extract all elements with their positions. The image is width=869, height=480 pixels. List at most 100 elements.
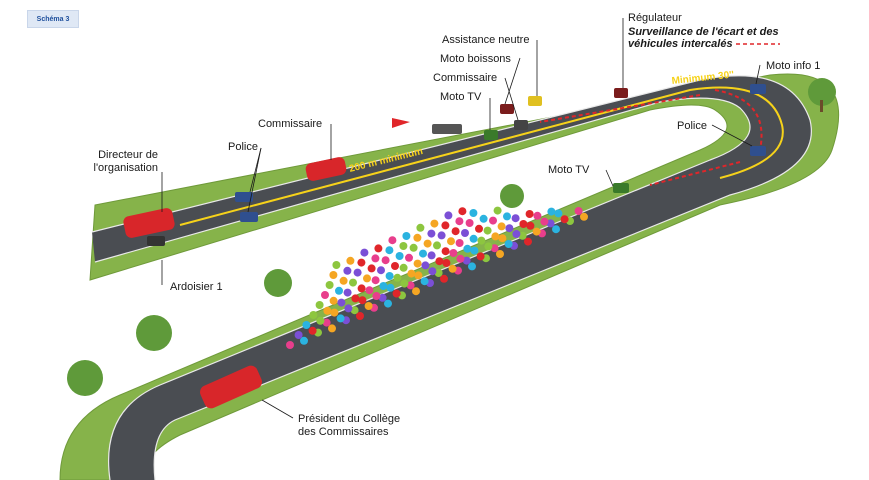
rider-icon — [378, 293, 387, 302]
rider-icon — [363, 274, 371, 283]
rider-icon — [505, 224, 514, 233]
rider-icon — [412, 287, 420, 296]
rider-icon — [385, 272, 394, 280]
rider-icon — [532, 227, 541, 236]
commissaire-moto-icon — [514, 120, 528, 130]
rider-icon — [496, 250, 504, 258]
moto-boissons-icon — [500, 104, 514, 114]
rider-icon — [344, 304, 353, 313]
rider-icon — [329, 271, 338, 279]
rider-icon — [497, 222, 506, 231]
tree-icon — [500, 184, 524, 208]
commissaire-top-label: Commissaire — [258, 118, 322, 130]
rider-icon — [421, 261, 430, 270]
rider-icon — [413, 259, 422, 268]
rider-icon — [455, 239, 464, 247]
rider-icon — [371, 254, 380, 263]
rider-icon — [336, 314, 345, 323]
rider-icon — [374, 244, 383, 253]
rider-icon — [444, 211, 453, 220]
gap-arrow-bottom — [649, 161, 741, 186]
rider-icon — [503, 212, 511, 221]
rider-icon — [395, 252, 404, 260]
rider-icon — [377, 266, 385, 275]
police-moto-icon — [235, 192, 253, 202]
rider-icon — [540, 217, 549, 226]
rider-icon — [435, 257, 444, 266]
rider-icon — [533, 211, 542, 220]
rider-icon — [309, 311, 318, 319]
moto-boissons-label: Moto boissons — [440, 53, 511, 65]
rider-icon — [399, 263, 408, 272]
road-surface — [92, 75, 812, 480]
rider-icon — [371, 276, 380, 285]
tree-icon — [136, 315, 172, 351]
rider-icon — [328, 324, 336, 333]
rider-icon — [372, 292, 381, 300]
rider-icon — [300, 336, 308, 345]
road-edge-inner — [94, 97, 751, 480]
rider-icon — [386, 283, 395, 292]
moto-tv-bottom-label: Moto TV — [548, 164, 590, 176]
rider-icon — [346, 256, 355, 265]
rider-icon — [451, 227, 460, 236]
rider-icon — [463, 244, 472, 253]
commissaire-car-icon — [305, 157, 347, 181]
rider-icon — [349, 278, 357, 287]
leader-lines — [161, 18, 761, 419]
rider-icon — [470, 246, 479, 255]
rider-icon — [339, 276, 348, 285]
rider-icon — [420, 277, 429, 286]
rider-icon — [458, 207, 467, 216]
rider-icon — [399, 242, 408, 250]
rider-icon — [448, 264, 457, 273]
rider-icon — [356, 312, 364, 320]
rider-icon — [504, 240, 513, 248]
rider-icon — [323, 306, 332, 315]
rider-icon — [469, 209, 478, 217]
rider-icon — [357, 258, 366, 267]
tree-icon — [264, 269, 292, 297]
rider-icon — [350, 306, 359, 315]
rider-icon — [392, 289, 401, 298]
road-centre-line — [179, 86, 784, 226]
rider-icon — [468, 262, 476, 271]
rider-icon — [286, 341, 294, 349]
rider-icon — [469, 234, 478, 243]
rider-icon — [428, 267, 437, 276]
rider-icon — [546, 219, 555, 228]
rider-icon — [385, 246, 394, 255]
rider-icon — [441, 247, 450, 256]
moto-tv-top-label: Moto TV — [440, 91, 482, 103]
regulateur-moto-icon — [614, 88, 628, 98]
rider-icon — [360, 248, 369, 257]
rider-icon — [455, 217, 464, 226]
rider-icon — [433, 241, 441, 250]
rider-icon — [337, 298, 346, 307]
rider-icon — [518, 231, 527, 240]
rider-icon — [315, 301, 324, 309]
rider-icon — [483, 226, 492, 235]
commissaire-mid-label: Commissaire — [433, 72, 497, 84]
rider-icon — [580, 212, 588, 221]
tree-icon — [808, 78, 836, 112]
rider-icon — [498, 234, 507, 243]
rider-icon — [491, 232, 500, 241]
rider-icon — [574, 207, 583, 215]
ardoisier-moto-icon — [147, 236, 165, 246]
gap-arrow-top — [714, 89, 763, 151]
president-car-icon — [200, 365, 262, 409]
rider-icon — [407, 269, 416, 278]
rider-icon — [322, 318, 331, 327]
police-moto-icon — [240, 212, 258, 222]
rider-icon — [484, 242, 493, 251]
rider-icon — [393, 273, 402, 282]
rider-icon — [490, 244, 499, 253]
moto-info-icon — [750, 84, 766, 94]
rider-icon — [547, 207, 556, 216]
rider-icon — [405, 253, 413, 262]
rider-icon — [552, 225, 560, 234]
rider-icon — [364, 302, 373, 310]
